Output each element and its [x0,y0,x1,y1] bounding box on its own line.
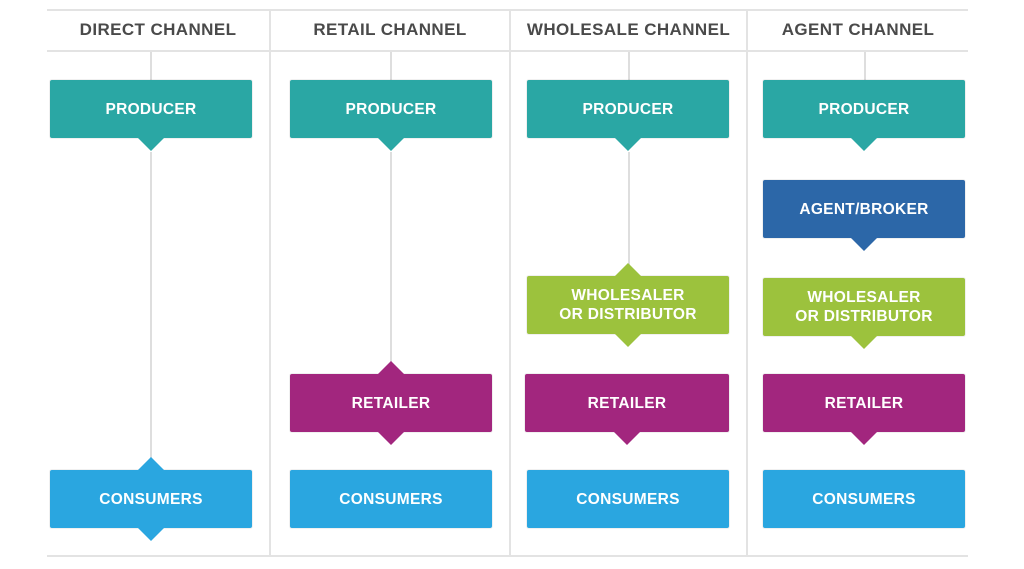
connector-line [628,52,630,80]
node-label: PRODUCER [582,100,674,118]
retail-producer-box: PRODUCER [290,80,492,151]
agent-consumers-box: CONSUMERS [763,470,965,528]
column-divider [269,9,271,557]
column-divider [509,9,511,557]
node-label: RETAILER [824,394,904,412]
connector-line [628,152,630,276]
agent-broker-box: AGENT/BROKER [763,180,965,251]
node-label-line: OR DISTRIBUTOR [559,306,697,323]
agent-retailer-box: RETAILER [763,374,965,445]
wholesale-producer-box: PRODUCER [527,80,729,151]
node-label: CONSUMERS [339,490,443,508]
node-label: WHOLESALER OR DISTRIBUTOR [795,288,932,326]
node-label: PRODUCER [345,100,437,118]
header-direct-channel: DIRECT CHANNEL [79,20,237,39]
node-label: CONSUMERS [812,490,916,508]
top-rule [47,9,968,11]
node-label-line: WHOLESALER [571,287,685,304]
agent-producer-box: PRODUCER [763,80,965,151]
direct-producer-box: PRODUCER [50,80,252,151]
agent-wholesaler-box: WHOLESALER OR DISTRIBUTOR [763,278,965,349]
connector-line [150,152,152,470]
retail-consumers-box: CONSUMERS [290,470,492,528]
node-label: WHOLESALER OR DISTRIBUTOR [559,286,696,324]
wholesale-consumers-box: CONSUMERS [527,470,729,528]
bottom-rule [47,555,968,557]
connector-line [390,152,392,374]
header-rule [47,50,968,52]
node-label: RETAILER [351,394,431,412]
header-agent-channel: AGENT CHANNEL [781,20,935,39]
node-label: CONSUMERS [576,490,680,508]
connector-line [864,52,866,80]
node-label-line: OR DISTRIBUTOR [795,308,933,325]
connector-line [150,52,152,80]
node-label: AGENT/BROKER [799,200,929,218]
header-retail-channel: RETAIL CHANNEL [313,20,467,39]
column-divider [746,9,748,557]
node-label: RETAILER [587,394,667,412]
direct-consumers-box: CONSUMERS [50,457,252,541]
connector-line [390,52,392,80]
retail-retailer-box: RETAILER [290,361,492,445]
wholesale-wholesaler-box: WHOLESALER OR DISTRIBUTOR [527,263,729,347]
node-label-line: WHOLESALER [807,289,921,306]
node-label: CONSUMERS [99,490,203,508]
node-label: PRODUCER [105,100,197,118]
node-label: PRODUCER [818,100,910,118]
wholesale-retailer-box: RETAILER [525,374,729,445]
header-wholesale-channel: WHOLESALE CHANNEL [526,20,731,39]
